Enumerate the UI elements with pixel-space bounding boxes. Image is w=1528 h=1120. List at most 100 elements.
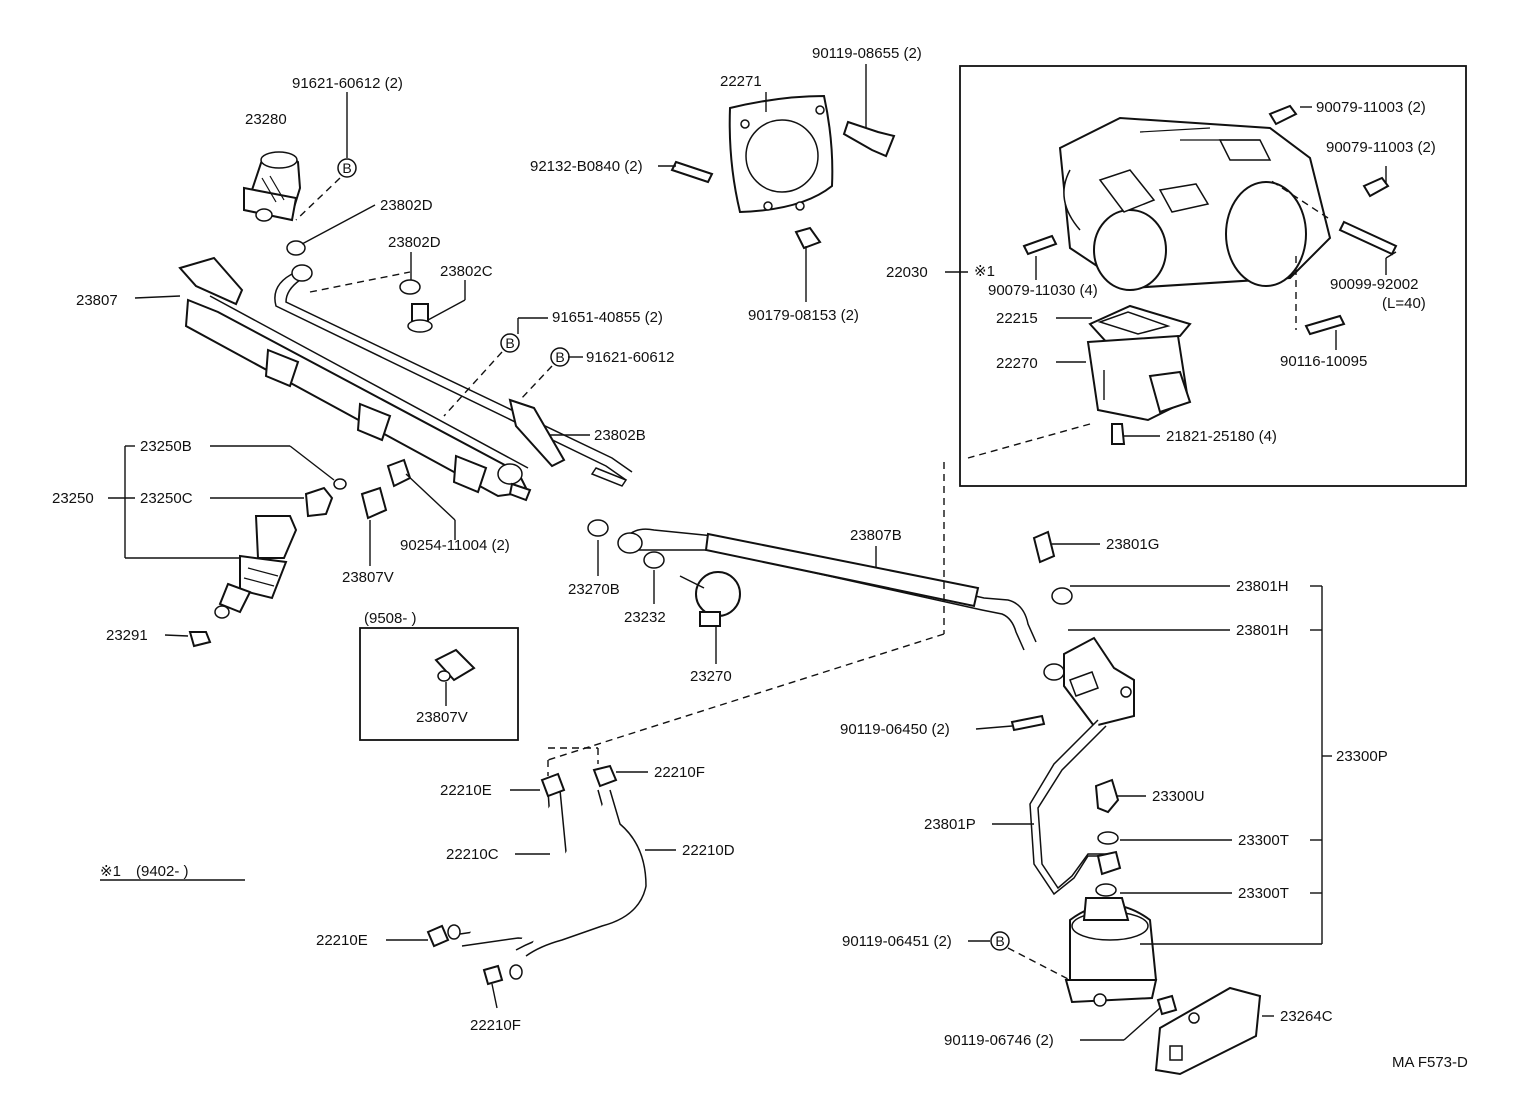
throttle-body-group-frame	[959, 65, 1467, 487]
label-23807V-b: 23807V	[416, 709, 468, 726]
label-23802D-a: 23802D	[380, 197, 433, 214]
union-bolt-23300U	[1094, 778, 1120, 814]
inset-frame-9508	[359, 627, 519, 741]
insulator-23291	[188, 631, 212, 648]
label-23250: 23250	[52, 490, 94, 507]
vsv-23270	[679, 571, 741, 627]
bracket-23264C	[1154, 986, 1262, 1076]
svg-text:B: B	[505, 335, 514, 351]
screw-90079-11003-a	[1268, 104, 1298, 126]
bolt-23801G	[1032, 530, 1056, 564]
bolt-90119-06450	[1010, 714, 1046, 732]
label-22215: 22215	[996, 310, 1038, 327]
ring-23232	[643, 551, 665, 569]
mark-b-1: B	[337, 158, 357, 178]
screw-90079-11030	[1022, 234, 1058, 256]
label-23300T-a: 23300T	[1238, 832, 1289, 849]
pulsation-damper-23280	[243, 151, 302, 222]
clamp-22210F-b	[482, 964, 504, 986]
note-star1-range: (9402- )	[136, 863, 189, 880]
clamp-22210E-b	[426, 924, 450, 948]
clip-23250C	[304, 486, 334, 518]
label-L40: (L=40)	[1382, 295, 1426, 312]
grommet-23807V	[360, 486, 388, 520]
svg-text:B: B	[342, 160, 351, 176]
label-23802B: 23802B	[594, 427, 646, 444]
gasket-23802D-lower	[399, 279, 421, 295]
label-90079-11003-2a: 90079-11003 (2)	[1316, 99, 1426, 116]
bracket-union-23300P	[1063, 636, 1135, 728]
label-23250C: 23250C	[140, 490, 193, 507]
svg-text:B: B	[995, 933, 1004, 949]
svg-text:B: B	[555, 349, 564, 365]
label-23300P: 23300P	[1336, 748, 1388, 765]
label-23300T-b: 23300T	[1238, 885, 1289, 902]
label-22210E-a: 22210E	[440, 782, 492, 799]
o-ring-23250B	[333, 478, 347, 490]
label-23801P: 23801P	[924, 816, 976, 833]
gasket-23801H-a	[1051, 587, 1073, 605]
label-23807B: 23807B	[850, 527, 902, 544]
label-91651-40855-2: 91651-40855 (2)	[552, 309, 663, 326]
bolt-90119-08655	[842, 120, 896, 158]
label-90119-06451-2: 90119-06451 (2)	[842, 933, 952, 950]
idle-air-control-22270	[1086, 304, 1192, 422]
label-22210D: 22210D	[682, 842, 735, 859]
label-23807V-a: 23807V	[342, 569, 394, 586]
mark-b-4: B	[990, 931, 1010, 951]
clamp-22210F-a	[592, 764, 618, 788]
grommet-90254-a	[386, 458, 412, 488]
bolt-90119-06746	[1156, 994, 1178, 1016]
label-90179-08153-2: 90179-08153 (2)	[748, 307, 859, 324]
stud-92132	[670, 160, 714, 184]
fuel-injector-23250	[214, 515, 298, 619]
leader-lines	[100, 64, 1397, 1041]
label-22210F-a: 22210F	[654, 764, 705, 781]
label-23264C: 23264C	[1280, 1008, 1333, 1025]
label-90099-92002: 90099-92002	[1330, 276, 1418, 293]
screw-90079-11003-b	[1362, 176, 1390, 198]
pressure-regulator	[1064, 897, 1158, 1007]
label-90254-11004-2: 90254-11004 (2)	[400, 537, 510, 554]
gasket-23300T-a	[1097, 831, 1119, 845]
label-22271: 22271	[720, 73, 762, 90]
mark-b-3: B	[550, 347, 570, 367]
label-90119-06746-2: 90119-06746 (2)	[944, 1032, 1054, 1049]
stud-90116-10095	[1304, 314, 1346, 336]
label-90116-10095: 90116-10095	[1280, 353, 1367, 370]
gasket-23802D-upper	[286, 240, 306, 256]
label-star1-group: ※1	[974, 263, 995, 280]
label-23801H-a: 23801H	[1236, 578, 1289, 595]
union-bolt-23802C	[407, 303, 433, 333]
gasket-23801H-b	[1043, 663, 1065, 681]
label-23270B: 23270B	[568, 581, 620, 598]
label-22210F-b: 22210F	[470, 1017, 521, 1034]
label-23291: 23291	[106, 627, 148, 644]
label-23807: 23807	[76, 292, 118, 309]
gasket-22271	[728, 94, 834, 214]
label-22210C: 22210C	[446, 846, 499, 863]
clamp-22210E-a	[540, 772, 566, 798]
cap-90179-08153	[794, 226, 822, 250]
label-23300U: 23300U	[1152, 788, 1205, 805]
label-22210E-b: 22210E	[316, 932, 368, 949]
label-22030: 22030	[886, 264, 928, 281]
label-90119-08655-2: 90119-08655 (2)	[812, 45, 922, 62]
ring-23270B	[587, 519, 609, 537]
label-22270: 22270	[996, 355, 1038, 372]
label-91621-60612: 91621-60612	[586, 349, 674, 366]
pin-90099-92002	[1338, 220, 1398, 256]
mark-b-2: B	[500, 333, 520, 353]
gasket-23300T-b	[1095, 883, 1117, 897]
label-21821-25180-4: 21821-25180 (4)	[1166, 428, 1277, 445]
label-inset-range: (9508- )	[364, 610, 417, 627]
label-23270: 23270	[690, 668, 732, 685]
label-90119-06450-2: 90119-06450 (2)	[840, 721, 950, 738]
note-star1-symbol: ※1	[100, 863, 121, 880]
fuel-pipe-23801P-inner	[1037, 725, 1112, 890]
label-90079-11030-4: 90079-11030 (4)	[988, 282, 1098, 299]
label-23232: 23232	[624, 609, 666, 626]
screw-21821-25180	[1111, 423, 1126, 445]
fuel-hose-23807B	[617, 528, 1037, 651]
